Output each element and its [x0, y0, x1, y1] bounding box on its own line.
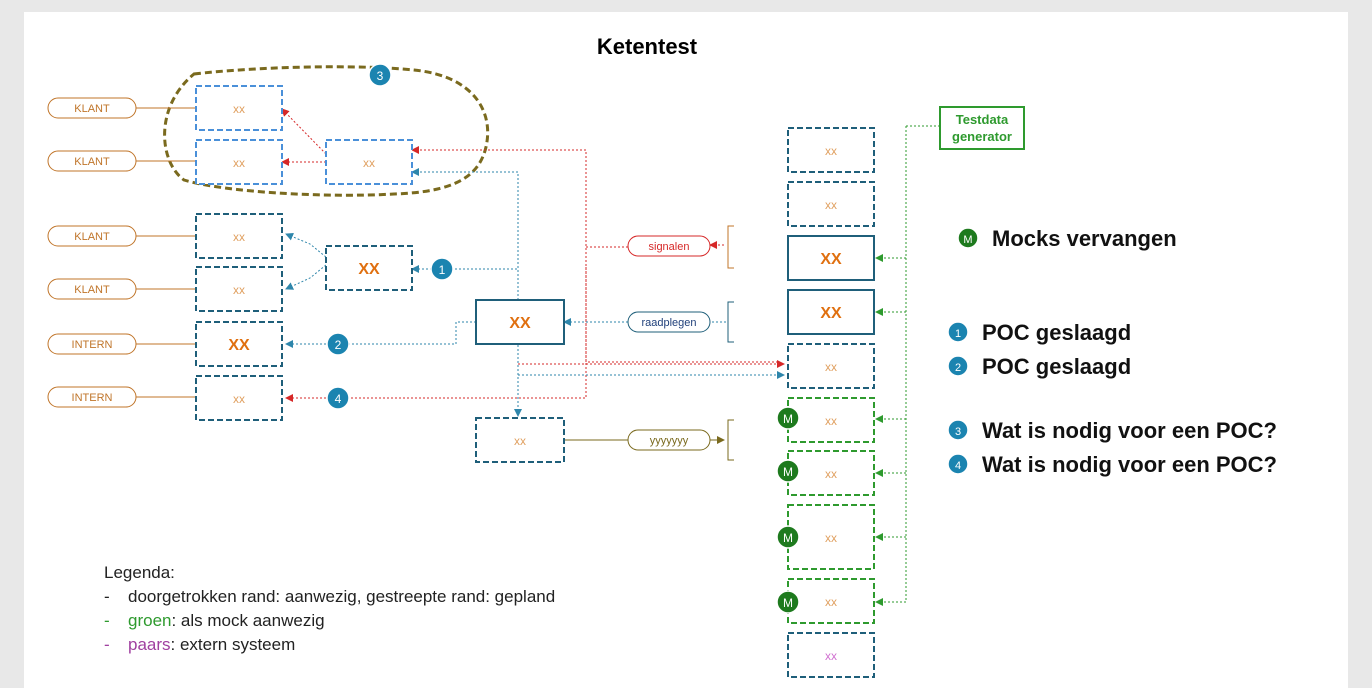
mock-badge-1: M	[783, 412, 793, 426]
legend-item-1: doorgetrokken rand: aanwezig, gestreepte…	[128, 587, 555, 606]
status-badge-4: 4	[955, 460, 961, 472]
mock-badges: M M M M	[776, 406, 800, 614]
box-right-1: xx	[825, 144, 837, 158]
box-right-extern: xx	[825, 649, 837, 663]
box-right-mock-4: xx	[825, 595, 837, 609]
pill-yyyyyyy	[627, 429, 711, 451]
slide: Ketentest	[24, 12, 1348, 688]
box-group3-mid: xx	[363, 156, 375, 170]
legend-dash-2: -	[104, 611, 110, 630]
status-poc4: Wat is nodig voor een POC?	[982, 452, 1277, 477]
status-badge-1: 1	[955, 328, 961, 340]
box-right-mock-1: xx	[825, 414, 837, 428]
box-center-bottom-label: xx	[514, 434, 526, 448]
box-left-4: xx	[233, 283, 245, 297]
box-right-4: XX	[820, 305, 842, 322]
svg-text:groen: als mock aanwezig: groen: als mock aanwezig	[128, 611, 325, 630]
legend-item-3-key: paars	[128, 635, 171, 654]
box-left-6: xx	[233, 392, 245, 406]
box-mid-xx: XX	[358, 261, 380, 278]
svg-text:paars: extern systeem: paars: extern systeem	[128, 635, 295, 654]
badge-1: 1	[439, 263, 446, 277]
pill-intern-1: INTERN	[72, 339, 113, 351]
pill-signalen	[627, 235, 711, 257]
status-badge-3: 3	[955, 426, 961, 438]
box-left-3: xx	[233, 230, 245, 244]
legend: Legenda: - doorgetrokken rand: aanwezig,…	[104, 563, 555, 654]
pill-klant-3: KLANT	[74, 231, 110, 243]
box-right-3: XX	[820, 251, 842, 268]
badge-3: 3	[377, 69, 384, 83]
pill-klant-4: KLANT	[74, 284, 110, 296]
legend-title: Legenda:	[104, 563, 175, 582]
legend-item-3-rest: : extern systeem	[171, 635, 296, 654]
mock-badge-4: M	[783, 596, 793, 610]
box-group3-bottom: xx	[233, 156, 245, 170]
status-panel: M Mocks vervangen 1 POC geslaagd 2 POC g…	[947, 226, 1277, 477]
mock-badge-2: M	[783, 465, 793, 479]
testdata-generator-box	[939, 106, 1025, 150]
box-center-bottom	[475, 417, 565, 463]
pill-signalen-label: signalen	[649, 241, 690, 253]
right-column: xx xx XX XX xx xx xx xx xx xx	[787, 127, 875, 678]
legend-dash-1: -	[104, 587, 110, 606]
status-poc3: Wat is nodig voor een POC?	[982, 418, 1277, 443]
mock-badge-3: M	[783, 531, 793, 545]
box-right-mock-2: xx	[825, 467, 837, 481]
status-mock-icon: M	[963, 234, 972, 246]
testdata-generator-line1: Testdata	[956, 112, 1009, 127]
diagram-canvas: Ketentest	[47, 34, 1277, 678]
testdata-generator-line2: generator	[952, 129, 1012, 144]
legend-item-2-rest: : als mock aanwezig	[171, 611, 324, 630]
box-center-core-label: XX	[509, 315, 531, 332]
connectors	[136, 107, 940, 606]
pill-raadplegen-label: raadplegen	[641, 317, 696, 329]
pill-raadplegen	[627, 311, 711, 333]
badge-2: 2	[335, 338, 342, 352]
box-left-5: XX	[228, 337, 250, 354]
box-right-5: xx	[825, 360, 837, 374]
status-poc2: POC geslaagd	[982, 354, 1131, 379]
group-3-outline	[163, 65, 490, 197]
page-title: Ketentest	[597, 34, 698, 59]
left-boxes: xx xx xx xx xx XX xx XX	[195, 85, 413, 421]
pill-intern-2: INTERN	[72, 392, 113, 404]
number-badges: 3 1 2 4	[326, 63, 454, 410]
badge-4: 4	[335, 392, 342, 406]
pill-klant-2: KLANT	[74, 156, 110, 168]
legend-item-2-key: groen	[128, 611, 171, 630]
status-mocks: Mocks vervangen	[992, 226, 1177, 251]
box-right-mock-3: xx	[825, 531, 837, 545]
box-center-core	[475, 299, 565, 345]
box-right-2: xx	[825, 198, 837, 212]
left-pills: KLANT KLANT KLANT KLANT INTERN INTERN	[47, 97, 137, 408]
pill-yyyyyyy-label: yyyyyyy	[650, 435, 689, 447]
status-poc1: POC geslaagd	[982, 320, 1131, 345]
status-badge-2: 2	[955, 362, 961, 374]
legend-dash-3: -	[104, 635, 110, 654]
pill-klant-1: KLANT	[74, 103, 110, 115]
box-group3-top: xx	[233, 102, 245, 116]
